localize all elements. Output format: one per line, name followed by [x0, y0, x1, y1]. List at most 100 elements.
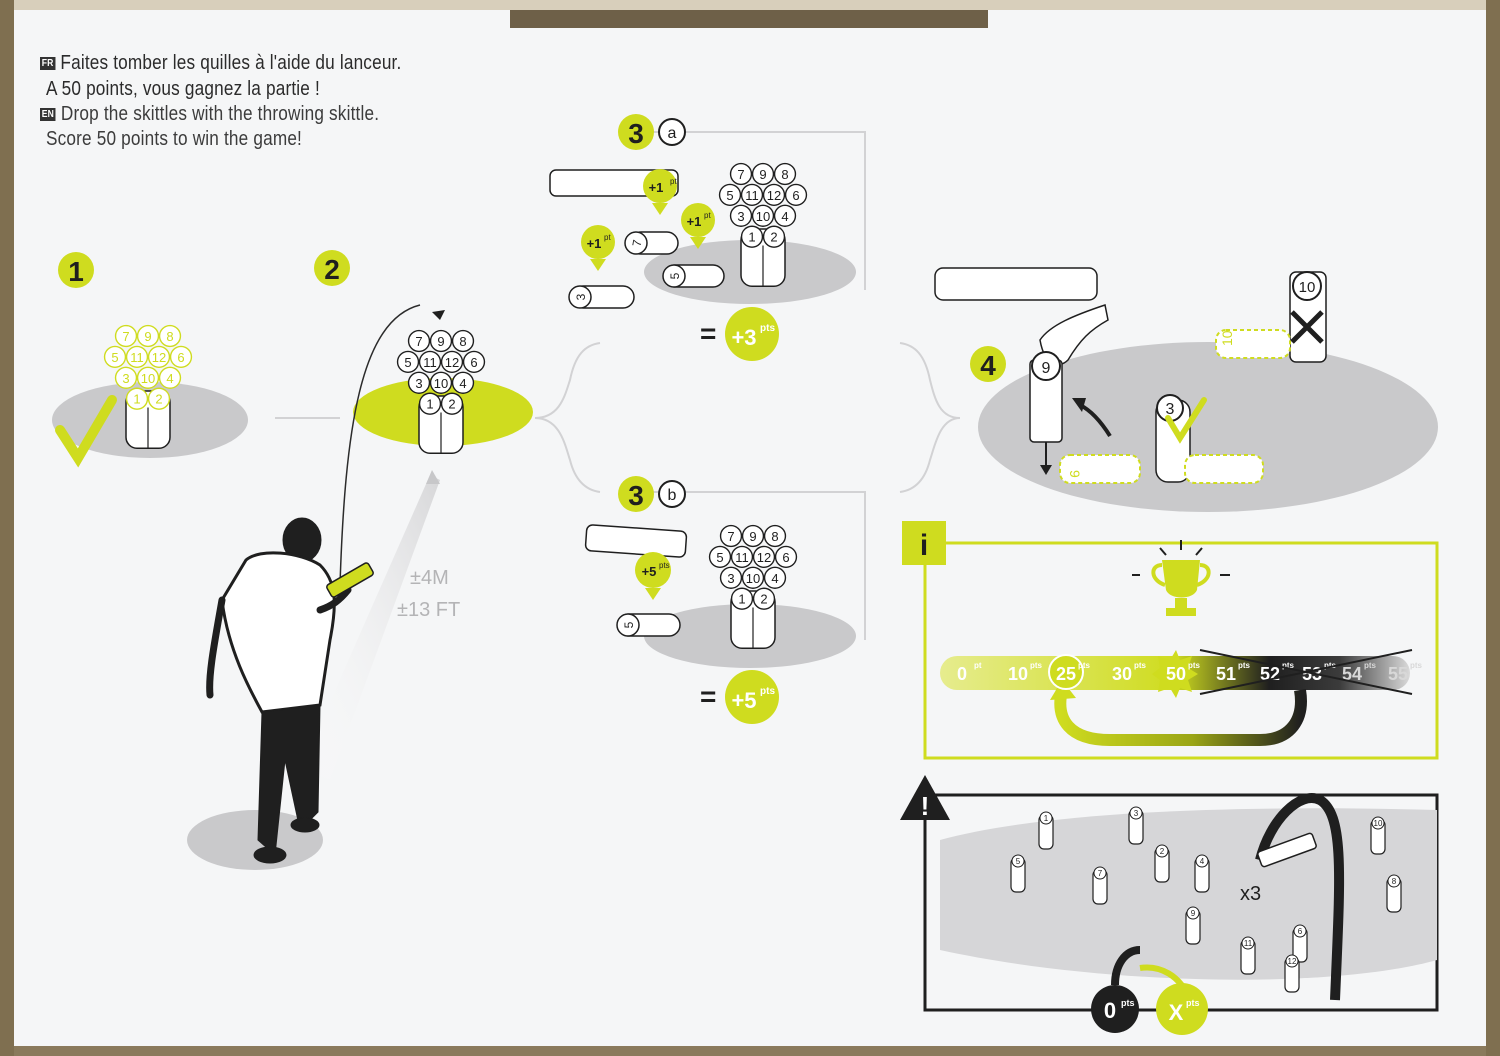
scattered-pin-label: 10 — [1374, 819, 1383, 828]
pin-label: 3 — [727, 571, 734, 586]
svg-text:3: 3 — [1166, 401, 1175, 418]
pin-label: 6 — [470, 355, 477, 370]
pin-2 — [752, 587, 776, 610]
svg-text:X: X — [1169, 1000, 1184, 1025]
box-top-flap — [0, 0, 1500, 10]
pin-label: 4 — [771, 571, 778, 586]
times-three: x3 — [1240, 883, 1261, 905]
scattered-pin-label: 4 — [1200, 857, 1205, 866]
pin-label: 8 — [459, 334, 466, 349]
zero-badge — [1091, 985, 1139, 1033]
scale-unit: pts — [1078, 661, 1091, 670]
svg-text:pt: pt — [704, 211, 711, 220]
fr-line-2: A 50 points, vous gagnez la partie ! — [46, 78, 320, 100]
pin-label: 11 — [423, 355, 437, 370]
pin-12 — [440, 350, 464, 374]
pin-label: 10 — [756, 209, 770, 224]
distance-ray — [300, 475, 440, 780]
pin-9 — [136, 324, 160, 348]
pin-10 — [751, 204, 775, 227]
total-b-badge — [725, 670, 779, 724]
pin-3 — [407, 371, 431, 394]
pin-10 — [741, 566, 765, 589]
scale-unit: pts — [1364, 661, 1377, 670]
pin-label: 5 — [111, 350, 118, 365]
fr-badge: FR — [40, 57, 56, 70]
pin-5 — [396, 350, 420, 374]
pin-label: 12 — [445, 355, 459, 370]
step-4-group: 4 9 9 3 10 10 — [934, 267, 1438, 512]
scale-unit: pts — [1188, 661, 1201, 670]
pin-7 — [407, 329, 431, 353]
pin-4 — [451, 371, 475, 394]
total-a-badge — [725, 307, 779, 361]
pin-8 — [451, 329, 475, 353]
pin-label: 6 — [792, 188, 799, 203]
trophy-icon — [1151, 560, 1211, 616]
pin-label: 2 — [770, 230, 777, 245]
pin-11 — [740, 183, 764, 207]
pin-label: 5 — [726, 188, 733, 203]
check-icon-4 — [1165, 397, 1207, 444]
pin-2 — [147, 387, 171, 410]
svg-text:+5: +5 — [642, 564, 657, 579]
fr-line-1: Faites tomber les quilles à l'aide du la… — [60, 52, 402, 74]
pin-6 — [462, 350, 486, 374]
pin-label: 5 — [716, 550, 723, 565]
distance-feet: ±13 FT — [397, 599, 460, 621]
scattered-pin-label: 12 — [1288, 957, 1297, 966]
scale-unit: pts — [1238, 661, 1251, 670]
pin-12 — [752, 545, 776, 569]
en-line-2: Score 50 points to win the game! — [46, 128, 303, 150]
scattered-pin-label: 3 — [1134, 809, 1139, 818]
svg-text:pts: pts — [659, 561, 670, 570]
pin-1 — [730, 587, 754, 610]
pin-label: 4 — [781, 209, 788, 224]
pin-label: 7 — [727, 529, 734, 544]
pin-label: 11 — [130, 350, 144, 365]
scattered-pin-label: 2 — [1160, 847, 1165, 856]
pin-9 — [429, 329, 453, 353]
pin-label: 12 — [152, 350, 166, 365]
equals-b: = — [700, 681, 716, 712]
pin-10 — [136, 366, 160, 389]
pin-label: 1 — [426, 397, 433, 412]
svg-text:7: 7 — [630, 238, 645, 247]
pin-7 — [114, 324, 138, 348]
reset-arrow — [1054, 688, 1307, 746]
pin-label: 6 — [177, 350, 184, 365]
svg-text:pt: pt — [670, 177, 677, 186]
equals-a: = — [700, 318, 716, 349]
x-points-badge — [1156, 983, 1208, 1035]
pin-9 — [751, 162, 775, 186]
scale-value: 10 — [1008, 664, 1028, 684]
pin-2 — [762, 225, 786, 248]
pin-label: 10 — [434, 376, 448, 391]
pin-label: 1 — [133, 392, 140, 407]
pin-label: 8 — [781, 167, 788, 182]
step-3b-sub: b — [668, 487, 677, 504]
pin-label: 2 — [448, 397, 455, 412]
scale-value: 0 — [957, 664, 967, 684]
cross-icon — [1290, 310, 1324, 344]
step-3a-number: 3 — [628, 118, 644, 149]
svg-text:+1: +1 — [649, 180, 664, 195]
scale-value: 25 — [1056, 664, 1076, 684]
pin-label: 8 — [166, 329, 173, 344]
pin-10 — [429, 371, 453, 394]
box-right-edge — [1486, 0, 1500, 1056]
pin-label: 6 — [782, 550, 789, 565]
pin-11 — [418, 350, 442, 374]
info-icon: i — [920, 529, 928, 562]
svg-text:pts: pts — [1121, 998, 1135, 1008]
check-icon — [55, 395, 117, 468]
